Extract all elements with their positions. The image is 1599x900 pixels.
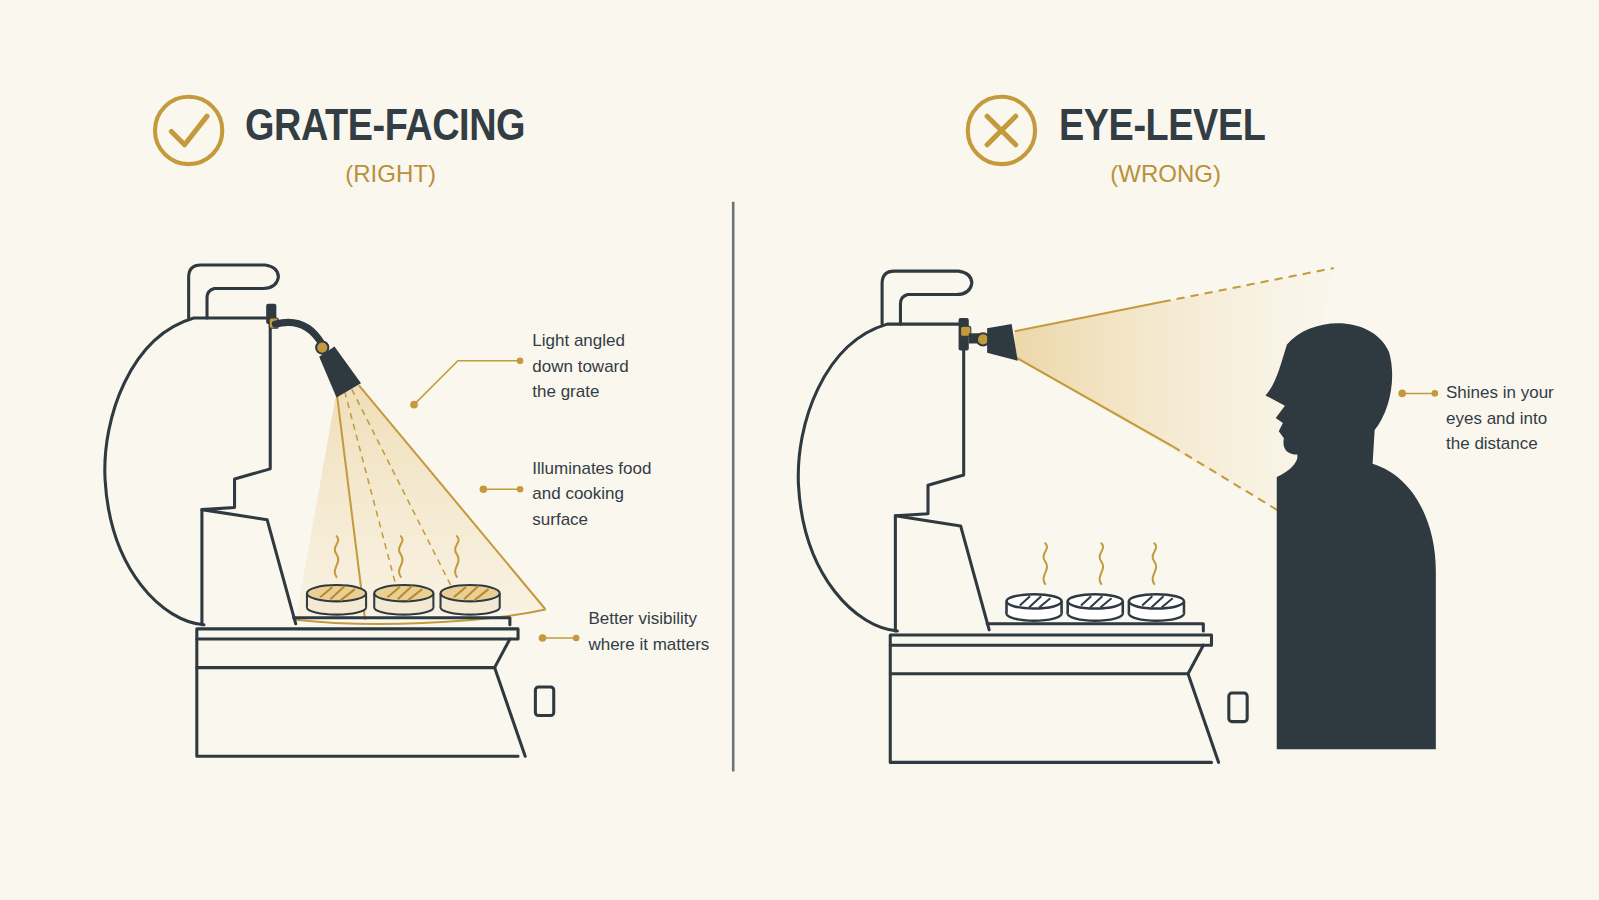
callout-text: Light angled down toward the grate [532, 328, 656, 405]
grill-right [798, 268, 1334, 762]
grill-left [105, 265, 554, 756]
callout-text: Illuminates food and cooking surface [532, 456, 675, 533]
panel-subtitle: (RIGHT) [345, 156, 436, 192]
panel-subtitle: (WRONG) [1110, 156, 1221, 192]
divider [732, 202, 735, 772]
panel-title: GRATE-FACING [245, 99, 525, 152]
leader-lines [1399, 390, 1437, 396]
callout-text: Better visibility where it matters [588, 606, 723, 657]
panel-title: EYE-LEVEL [1059, 99, 1265, 152]
callout-text: Shines in your eyes and into the distanc… [1446, 380, 1570, 457]
cross-icon [968, 97, 1035, 164]
check-icon [155, 97, 222, 164]
person-silhouette [1266, 323, 1436, 749]
